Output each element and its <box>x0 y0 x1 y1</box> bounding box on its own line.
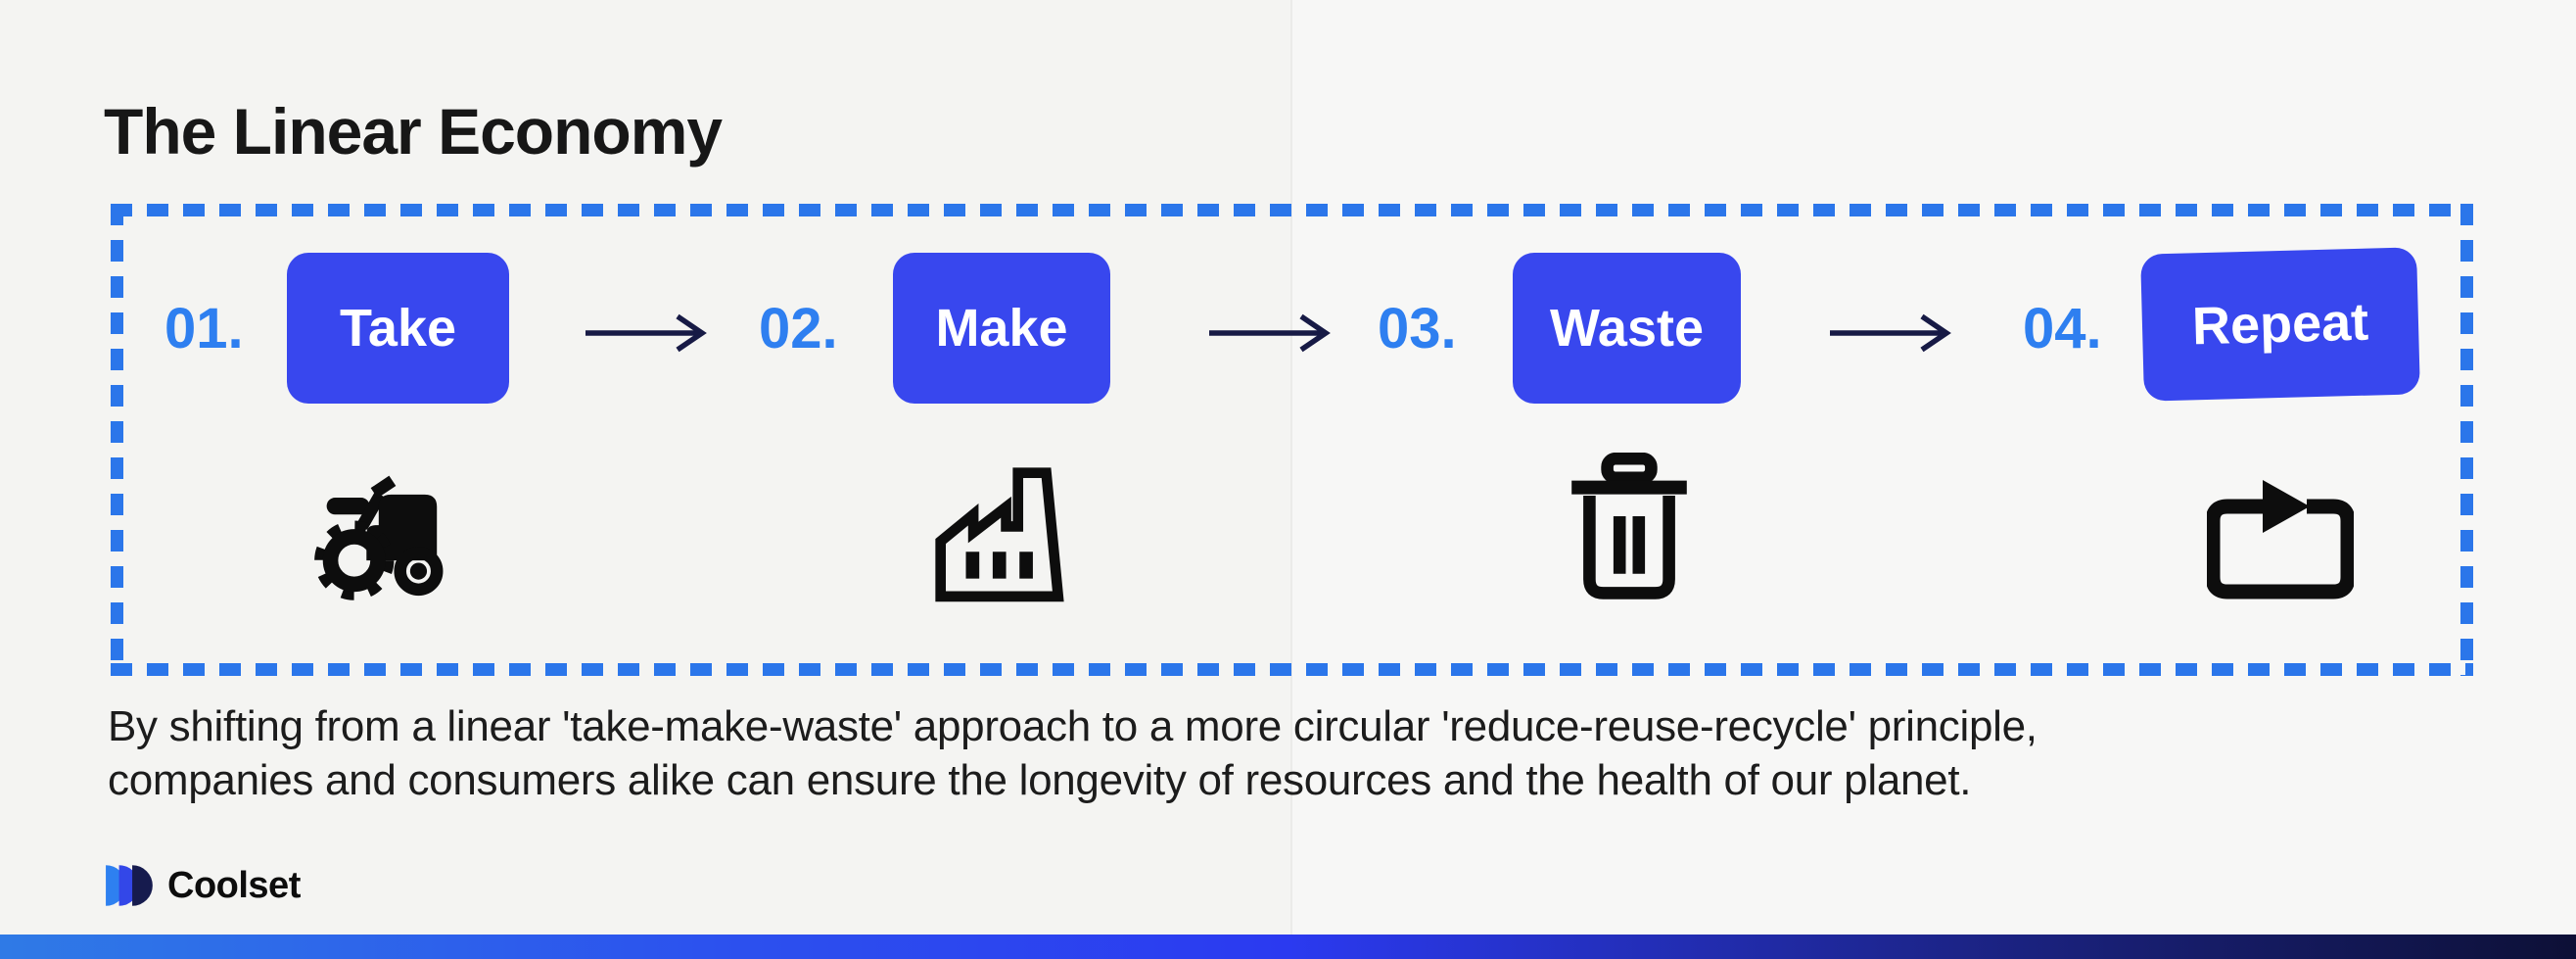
trash-icon <box>1571 453 1687 599</box>
flow-dashed-box <box>111 204 2473 676</box>
step-chip-make: Make <box>893 253 1110 404</box>
factory-icon <box>935 467 1064 602</box>
step-chip-repeat: Repeat <box>2140 247 2420 402</box>
description-line-1: By shifting from a linear 'take-make-was… <box>108 702 2037 750</box>
right-arrow-icon <box>1209 313 1331 353</box>
bottom-gradient-bar <box>0 935 2576 959</box>
step-number-4: 04. <box>2023 297 2102 360</box>
tractor-icon <box>314 475 444 600</box>
brand-name: Coolset <box>167 864 301 906</box>
brand-logo: Coolset <box>104 864 301 907</box>
step-chip-take: Take <box>287 253 509 404</box>
description-line-2: companies and consumers alike can ensure… <box>108 756 1972 804</box>
dashed-border-left <box>111 204 123 676</box>
right-arrow-icon <box>1830 313 1951 353</box>
coolset-logo-icon <box>106 865 153 906</box>
description-text: By shifting from a linear 'take-make-was… <box>108 699 2037 807</box>
step-chip-waste: Waste <box>1513 253 1741 404</box>
dashed-border-bottom <box>111 663 2473 676</box>
step-number-1: 01. <box>164 297 244 360</box>
repeat-loop-icon <box>2207 480 2354 599</box>
right-arrow-icon <box>585 313 707 353</box>
dashed-border-top <box>111 204 2473 216</box>
dashed-border-right <box>2460 204 2473 676</box>
page-title: The Linear Economy <box>104 95 723 168</box>
step-number-3: 03. <box>1378 297 1457 360</box>
step-number-2: 02. <box>759 297 838 360</box>
